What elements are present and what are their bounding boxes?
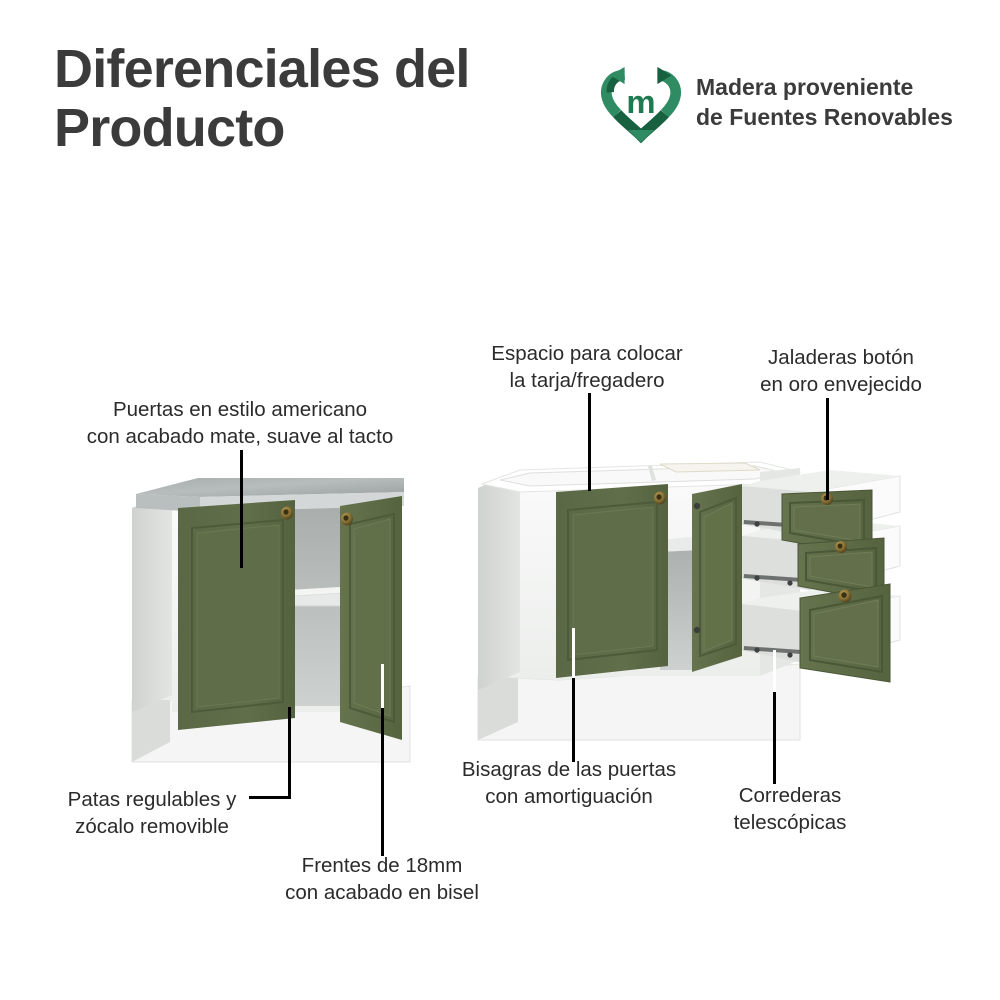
leader-line-bisagras-over-product	[572, 628, 575, 680]
leader-line-frentes-over-product	[381, 664, 384, 710]
leader-line-frentes	[381, 708, 384, 856]
door-hinge	[693, 626, 701, 634]
leader-line-espacio-tarja	[588, 393, 591, 491]
left-cabinet-door-right	[340, 496, 402, 740]
door-hinge	[693, 502, 701, 510]
leader-line-bisagras	[572, 678, 575, 762]
leader-line-patas-horizontal	[249, 796, 291, 799]
right-cabinet	[477, 461, 901, 741]
left-cabinet-door-left	[178, 500, 295, 730]
telescopic-slide	[743, 646, 816, 656]
svg-text:m: m	[626, 83, 655, 120]
right-cabinet-door-left	[556, 484, 668, 678]
leader-line-jaladeras	[826, 398, 829, 500]
callout-frentes-18mm: Frentes de 18mm con acabado en bisel	[285, 854, 479, 905]
page-title: Diferenciales del Producto	[54, 39, 470, 159]
leader-line-puertas	[240, 450, 243, 568]
callout-jaladeras-boton: Jaladeras botón en oro envejecido	[760, 346, 922, 397]
right-cabinet-door-right	[692, 484, 742, 672]
recycling-heart-icon: m	[601, 66, 681, 144]
leader-line-correderas-over-product	[773, 650, 776, 694]
callout-espacio-tarja: Espacio para colocar la tarja/fregadero	[491, 342, 683, 393]
callout-correderas-telescopicas: Correderas telescópicas	[733, 784, 847, 835]
eco-badge: m Madera proveniente de Fuentes Renovabl…	[600, 62, 953, 144]
left-cabinet	[131, 478, 411, 763]
callout-puertas-estilo-americano: Puertas en estilo americano con acabado …	[86, 398, 394, 449]
eco-badge-text: Madera proveniente de Fuentes Renovables	[696, 74, 953, 130]
callout-bisagras-amortiguacion: Bisagras de las puertas con amortiguació…	[461, 758, 677, 809]
leader-line-patas-vertical	[288, 707, 291, 799]
leader-line-correderas	[773, 692, 776, 784]
callout-patas-regulables: Patas regulables y zócalo removible	[67, 788, 237, 839]
drawer-front-bottom	[799, 583, 891, 683]
